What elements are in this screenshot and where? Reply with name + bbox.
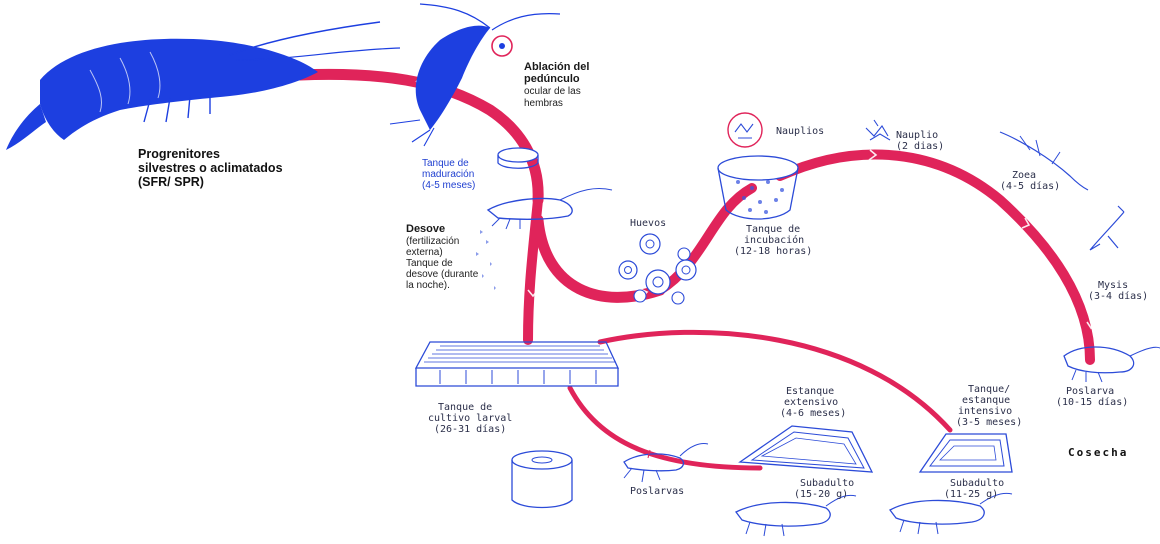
extensive-pond-label-line: Estanque	[786, 386, 834, 397]
intensive-pond-label-line: (3-5 meses)	[956, 417, 1022, 428]
broodstock-label-line: (SFR/ SPR)	[138, 175, 204, 189]
broodstock-label: Progrenitores silvestres o aclimatados (…	[138, 147, 283, 189]
nauplio-label-line: (2 dias)	[896, 141, 944, 152]
zoea-label: Zoea (4-5 días)	[1000, 170, 1060, 192]
mysis-label-line: Mysis	[1098, 280, 1128, 291]
mysis-label: Mysis (3-4 días)	[1088, 280, 1148, 302]
flow-larval-to-intensive	[600, 332, 950, 430]
subadult-extensive-label-line: (15-20 g)	[794, 489, 848, 500]
larval-tank-label: Tanque de cultivo larval (26-31 días)	[428, 402, 512, 435]
subadult-intensive-label-line: (11-25 g)	[944, 489, 998, 500]
postlarva-label: Poslarva (10-15 días)	[1056, 386, 1128, 408]
ablation-label-line: Ablación del	[524, 61, 589, 73]
flow-eggs-to-incubation	[660, 188, 752, 290]
subadult-extensive-label: Subadulto (15-20 g)	[794, 478, 854, 500]
maturation-label-line: Tanque de	[422, 158, 469, 169]
intensive-pond-label-line: intensivo	[958, 406, 1012, 417]
extensive-pond-label-line: (4-6 meses)	[780, 408, 846, 419]
nauplios-magnifier-icon	[728, 113, 762, 147]
intensive-pond-label: Tanque/ estanque intensivo (3-5 meses)	[956, 384, 1022, 428]
postlarva-label-line: (10-15 días)	[1056, 396, 1128, 408]
ablation-label: Ablación del pedúnculo ocular de las hem…	[524, 61, 589, 109]
mysis-larva-icon	[1090, 206, 1124, 250]
harvest-label: Cosecha	[1068, 446, 1128, 459]
flow-larval-to-extensive	[570, 388, 760, 468]
spawn-label: Desove (fertilización externa) Tanque de…	[406, 223, 479, 291]
spawn-label-line: la noche).	[406, 280, 450, 291]
maturation-label-line: (4-5 meses)	[422, 180, 475, 191]
spawn-label-line: desove (durante	[406, 269, 479, 280]
extensive-pond-label: Estanque extensivo (4-6 meses)	[780, 386, 846, 419]
maturation-label: Tanque de maduración (4-5 meses)	[422, 158, 475, 191]
nauplios-icon-label: Nauplios	[776, 126, 824, 137]
subadult-extensive-shrimp-icon	[736, 495, 856, 536]
subadult-intensive-label-line: Subadulto	[950, 478, 1004, 489]
intensive-pond-icon	[920, 434, 1012, 472]
subadult-intensive-label: Subadulto (11-25 g)	[944, 478, 1004, 500]
nursery-tank-icon	[512, 451, 572, 508]
incubation-label: Tanque de incubación (12-18 horas)	[734, 224, 812, 257]
poslarvas-label: Poslarvas	[630, 486, 684, 497]
intensive-pond-label-line: estanque	[962, 395, 1010, 406]
spawn-label-line: (fertilización	[406, 236, 459, 247]
postlarva-label-line: Poslarva	[1066, 386, 1114, 397]
larval-culture-tank-icon	[416, 342, 618, 386]
eggs-label: Huevos	[630, 218, 666, 229]
larval-tank-label-line: cultivo larval	[428, 413, 512, 424]
postlarva-shrimp-icon	[1064, 347, 1160, 382]
spawn-label-line: Desove	[406, 223, 445, 235]
zoea-label-line: Zoea	[1012, 170, 1036, 181]
nauplio-label-line: Nauplio	[896, 130, 938, 141]
incubation-label-line: (12-18 horas)	[734, 246, 812, 257]
incubation-label-line: incubación	[744, 234, 804, 246]
zoea-label-line: (4-5 días)	[1000, 180, 1060, 192]
broodstock-label-line: silvestres o aclimatados	[138, 161, 283, 175]
subadult-extensive-label-line: Subadulto	[800, 478, 854, 489]
nauplio-label: Nauplio (2 dias)	[896, 130, 944, 152]
incubation-label-line: Tanque de	[746, 224, 800, 235]
ablation-label-line: pedúnculo	[524, 73, 580, 85]
spawn-label-line: externa)	[406, 247, 443, 258]
broodstock-shrimp-illustration	[6, 22, 400, 150]
nauplio-larva-icon	[866, 120, 890, 140]
larval-tank-label-line: Tanque de	[438, 402, 492, 413]
ablation-label-line: hembras	[524, 98, 563, 109]
maturation-label-line: maduración	[422, 169, 474, 180]
spawn-label-line: Tanque de	[406, 258, 453, 269]
flow-spawn-to-eggs	[538, 220, 660, 297]
broodstock-label-line: Progrenitores	[138, 147, 220, 161]
ablation-label-line: ocular de las	[524, 86, 581, 97]
extensive-pond-icon	[740, 426, 872, 472]
extensive-pond-label-line: extensivo	[784, 397, 838, 408]
larval-tank-label-line: (26-31 días)	[434, 423, 506, 435]
intensive-pond-label-line: Tanque/	[968, 384, 1010, 395]
mysis-label-line: (3-4 días)	[1088, 290, 1148, 302]
